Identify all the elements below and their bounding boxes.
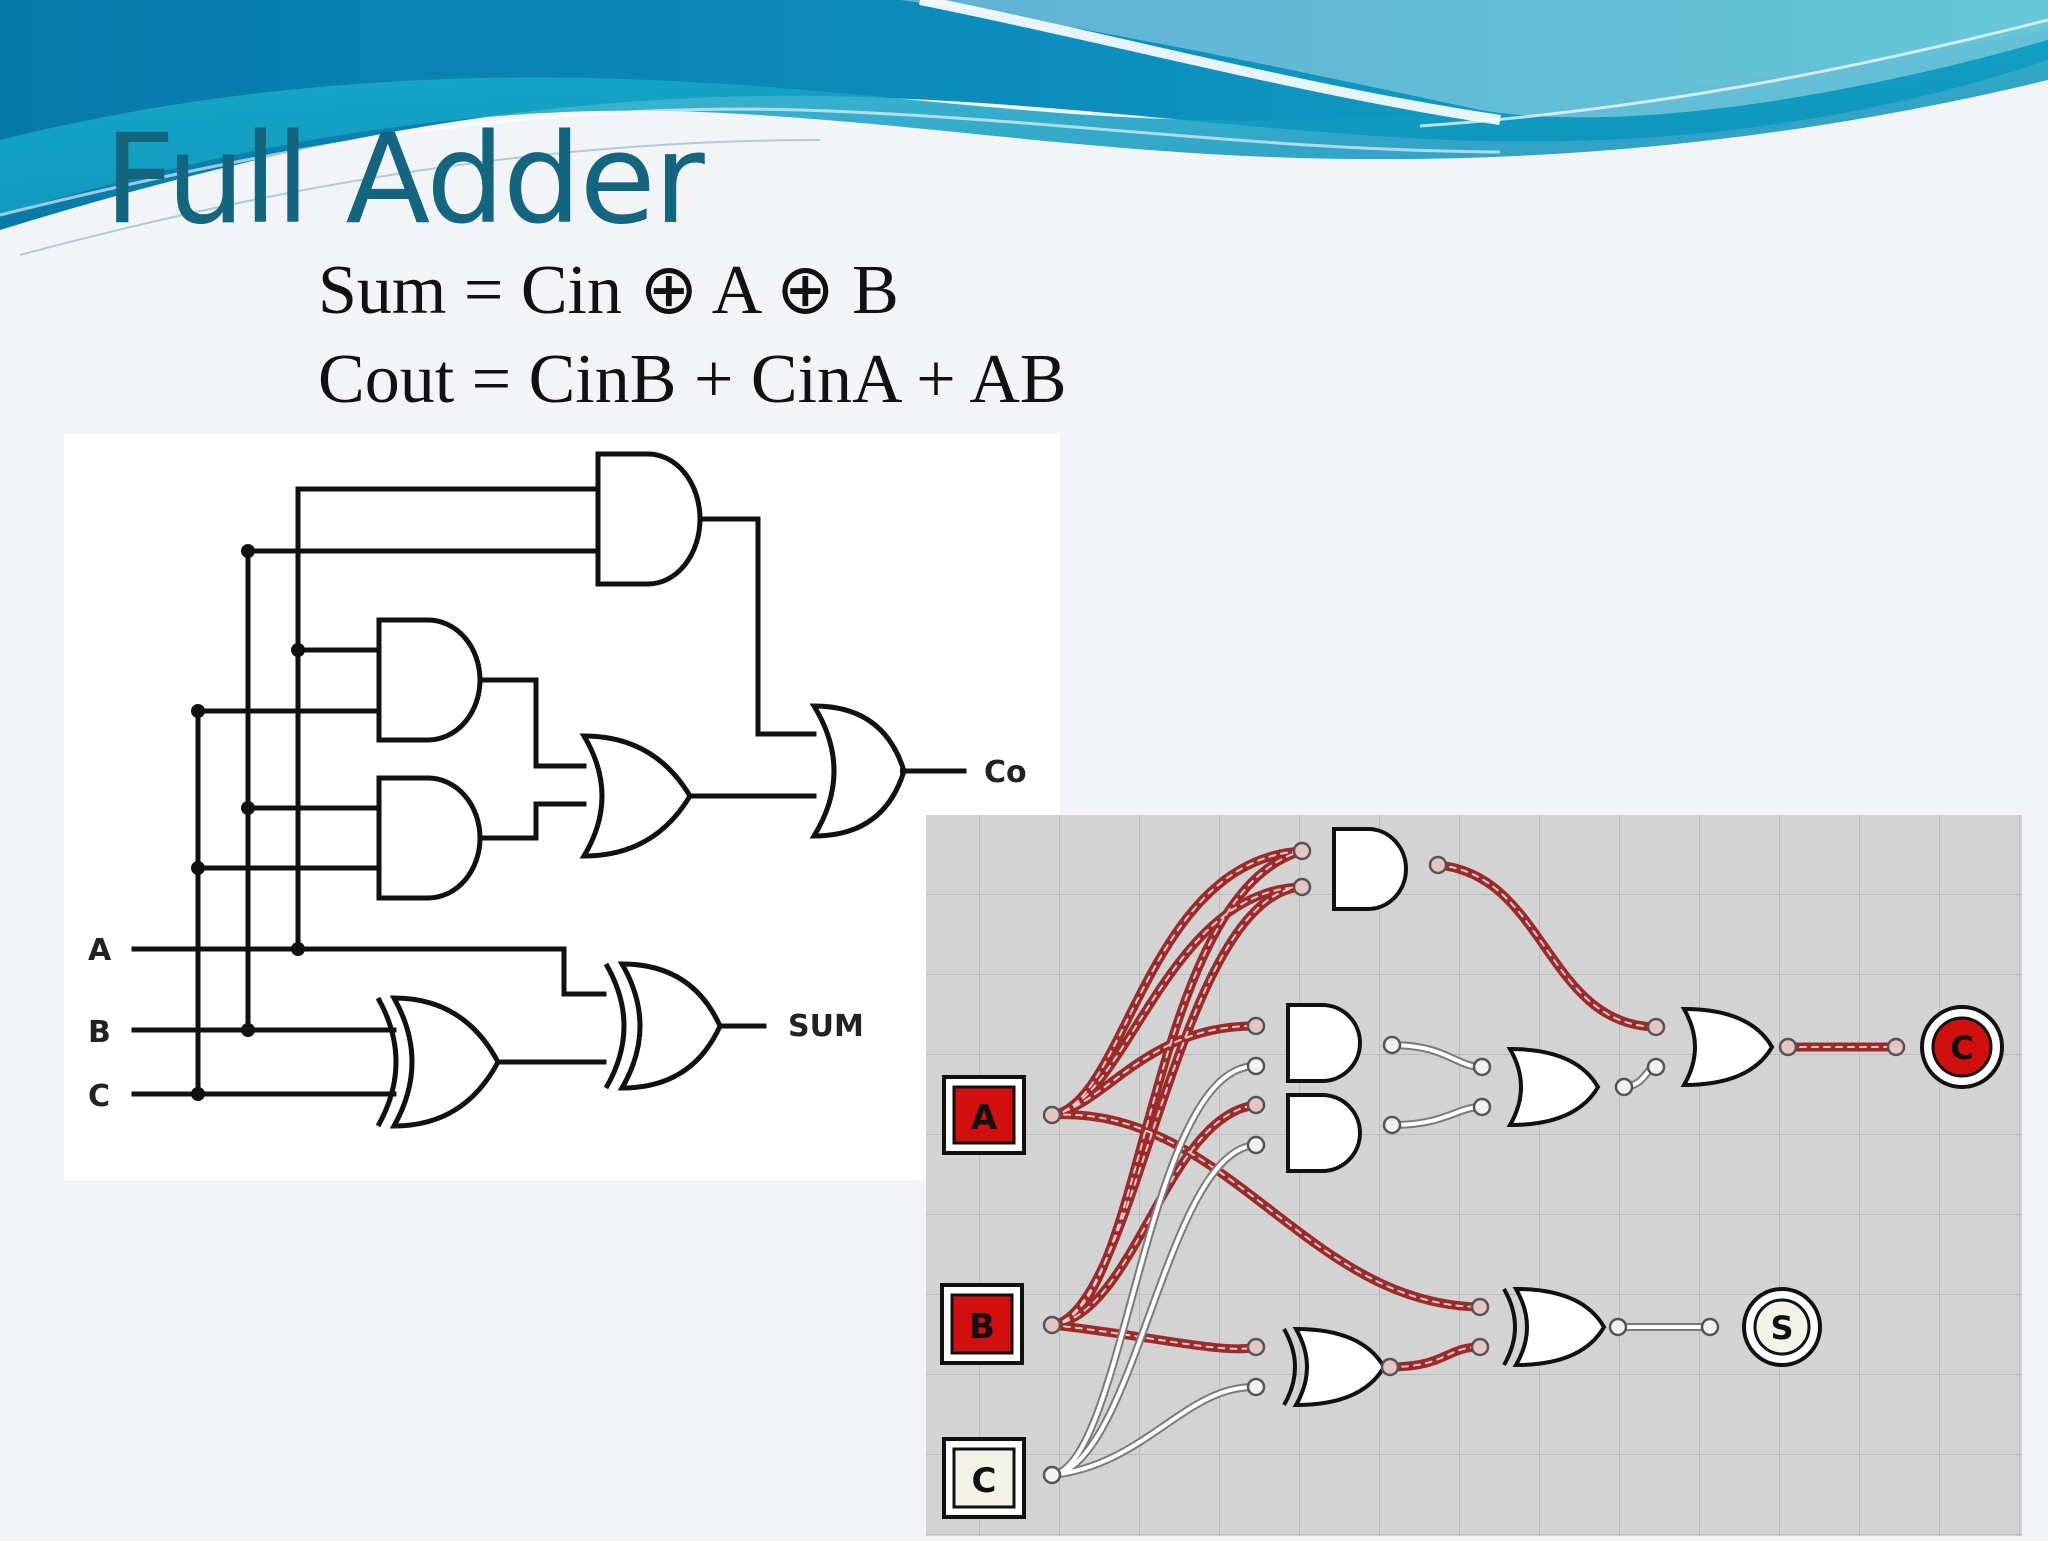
sim-and-gate-1: [1332, 827, 1408, 911]
slide-title: Full Adder: [104, 108, 705, 252]
output-label-sum: SUM: [788, 1009, 864, 1044]
input-label-a: A: [88, 933, 112, 968]
sum-formula: Sum = Cin ⊕ A ⊕ B: [318, 252, 899, 329]
input-label-c: C: [88, 1079, 110, 1114]
input-switch-a-label: A: [971, 1098, 998, 1138]
output-lamp-sum: S: [1742, 1287, 1822, 1367]
logic-diagram: A B C Co SUM: [64, 434, 1060, 1180]
sim-and-gate-2: [1286, 1003, 1362, 1083]
sim-xor-gate-1: [1292, 1326, 1387, 1408]
circuit-simulator: A B C C S: [926, 815, 2022, 1536]
sim-and-gate-3: [1286, 1093, 1362, 1173]
input-switch-b[interactable]: B: [940, 1283, 1024, 1365]
and-gate-3: [376, 775, 483, 901]
sim-or-gate-2: [1680, 1006, 1775, 1088]
and-gate-2: [376, 617, 483, 743]
or-gate-1: [579, 733, 693, 859]
sim-or-gate-1: [1506, 1046, 1601, 1128]
output-lamp-sum-label: S: [1770, 1309, 1793, 1347]
output-lamp-carry: C: [1920, 1005, 2004, 1089]
header-wave-banner: [0, 0, 2048, 256]
wire-a: [131, 946, 607, 997]
input-label-b: B: [88, 1015, 111, 1050]
sim-xor-gate-2: [1512, 1286, 1607, 1368]
xor-gate-1: [389, 995, 501, 1129]
input-switch-b-label: B: [969, 1307, 995, 1347]
simulator-svg: A B C C S: [926, 815, 2022, 1536]
xor-gate-2: [617, 961, 723, 1091]
output-lamp-carry-label: C: [1950, 1029, 1973, 1067]
logic-diagram-svg: A B C Co SUM: [88, 451, 1027, 1129]
cout-formula: Cout = CinB + CinA + AB: [318, 341, 1067, 418]
input-switch-c[interactable]: C: [942, 1437, 1026, 1519]
input-switch-a[interactable]: A: [942, 1075, 1026, 1155]
input-switch-c-label: C: [972, 1461, 997, 1501]
or-gate-2: [809, 703, 907, 839]
and-gate-1: [595, 451, 703, 587]
output-label-co: Co: [984, 755, 1027, 790]
